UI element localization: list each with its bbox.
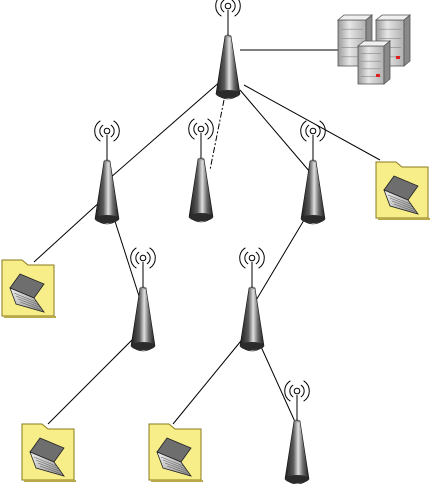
link-ap-lower-right-to-client-bottom-mid xyxy=(173,336,245,424)
client-bottom-left-laptop-folder-icon xyxy=(22,424,76,482)
ap-lower-right-wireless-access-point-icon xyxy=(240,248,265,351)
links-layer xyxy=(34,50,380,424)
ap-right-wireless-access-point-icon xyxy=(301,121,326,224)
server-cluster-server-rack-icon xyxy=(338,15,410,84)
link-ap-lower-left-to-client-bottom-left xyxy=(48,336,136,424)
client-top-right-laptop-folder-icon xyxy=(376,162,430,220)
link-root-ap-to-ap-left xyxy=(110,80,222,178)
link-ap-left-to-client-left xyxy=(34,200,102,262)
ap-bottom-wireless-access-point-icon xyxy=(285,381,310,484)
ap-lower-left-wireless-access-point-icon xyxy=(131,248,156,351)
ap-left-wireless-access-point-icon xyxy=(95,121,120,224)
link-ap-lower-right-to-ap-bottom xyxy=(258,340,296,424)
client-bottom-mid-laptop-folder-icon xyxy=(149,424,203,482)
client-left-laptop-folder-icon xyxy=(2,260,56,318)
root-ap-wireless-access-point-icon xyxy=(216,0,241,99)
ap-mid-wireless-access-point-icon xyxy=(189,119,214,222)
link-root-ap-to-client-top-right xyxy=(244,85,380,160)
link-ap-left-to-ap-lower-left xyxy=(113,215,139,296)
